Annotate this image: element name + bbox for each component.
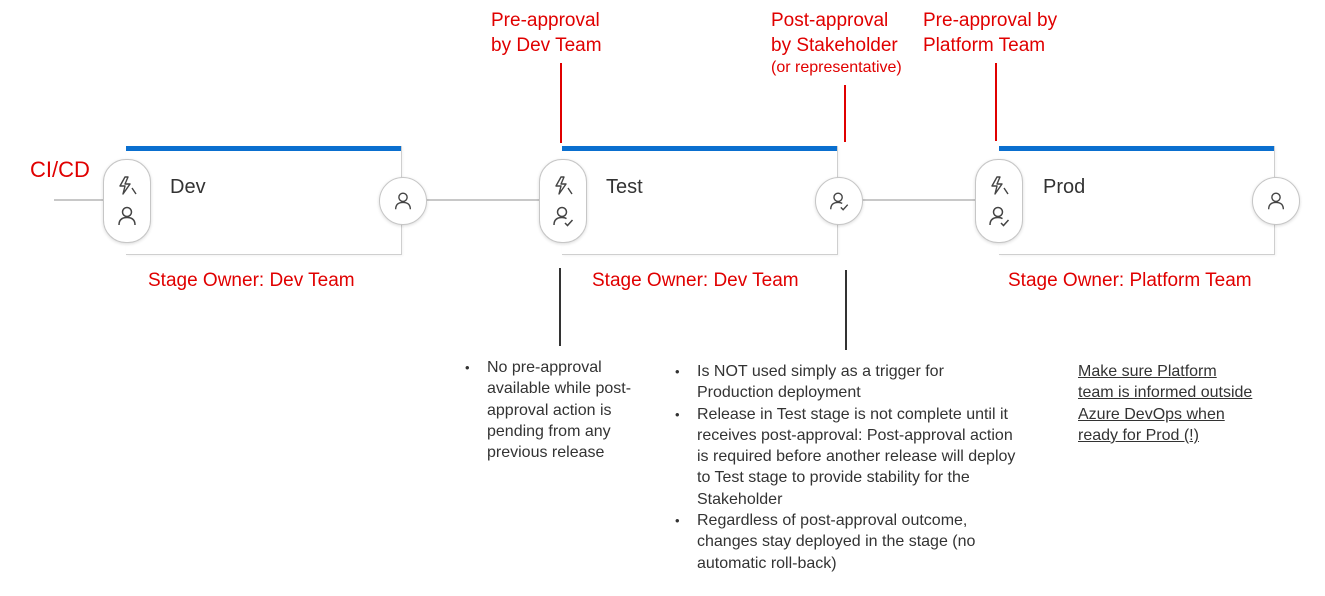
annotation-line: Platform Team [923, 35, 1046, 56]
annotation-line: Pre-approval [491, 10, 600, 31]
pointer-post-approval-note [845, 270, 847, 350]
pointer-pre-approval-note [559, 268, 561, 346]
post-deployment-conditions-test[interactable] [815, 177, 863, 225]
person-icon [1267, 192, 1285, 210]
stage-card-dev[interactable]: Dev [126, 146, 402, 255]
connector-cicd-dev [54, 199, 104, 201]
annotation-test-pre-approval: Pre-approval by Dev Team [491, 8, 602, 58]
notes-pre-approval: No pre-approval available while post-app… [465, 357, 665, 463]
person-check-icon [830, 192, 849, 211]
stage-name: Dev [170, 176, 206, 198]
lightning-icon [991, 176, 1009, 195]
pointer-test-post [844, 85, 846, 142]
stage-name: Prod [1043, 176, 1086, 198]
stage-top-bar [126, 146, 401, 151]
list-item: Release in Test stage is not complete un… [675, 404, 1020, 510]
connector-test-prod [861, 199, 976, 201]
list-item: Is NOT used simply as a trigger for Prod… [675, 361, 1020, 404]
annotation-line: Pre-approval by [923, 10, 1058, 31]
annotation-line: by Stakeholder [771, 35, 898, 56]
stage-owner-prod: Stage Owner: Platform Team [1008, 270, 1252, 291]
notes-post-approval: Is NOT used simply as a trigger for Prod… [675, 361, 1020, 574]
annotation-line-small: (or representative) [771, 59, 902, 76]
list-item: No pre-approval available while post-app… [465, 357, 665, 463]
stage-top-bar [999, 146, 1274, 151]
stage-top-bar [562, 146, 837, 151]
person-icon [394, 192, 412, 210]
stage-owner-dev: Stage Owner: Dev Team [148, 270, 355, 291]
stage-card-prod[interactable]: Prod [999, 146, 1275, 255]
stage-name: Test [606, 176, 643, 198]
stage-owner-test: Stage Owner: Dev Team [592, 270, 799, 291]
person-check-icon [553, 206, 574, 227]
prod-notification-note: Make sure Platform team is informed outs… [1078, 363, 1253, 444]
lightning-icon [555, 176, 573, 195]
pointer-test-pre [560, 63, 562, 143]
stage-card-test[interactable]: Test [562, 146, 838, 255]
person-icon [118, 206, 136, 226]
connector-dev-test [425, 199, 540, 201]
pre-deployment-conditions-prod[interactable] [975, 159, 1023, 243]
annotation-prod-pre-approval: Pre-approval by Platform Team [923, 8, 1057, 58]
annotation-line: Post-approval [771, 10, 889, 31]
lightning-icon [119, 176, 137, 195]
pre-deployment-conditions-test[interactable] [539, 159, 587, 243]
annotation-test-post-approval: Post-approval by Stakeholder (or represe… [771, 8, 902, 78]
list-item: Regardless of post-approval outcome, cha… [675, 510, 1020, 574]
pointer-prod-pre [995, 63, 997, 141]
cicd-label: CI/CD [30, 157, 90, 182]
post-deployment-conditions-prod[interactable] [1252, 177, 1300, 225]
pre-deployment-conditions-dev[interactable] [103, 159, 151, 243]
person-check-icon [989, 206, 1010, 227]
post-deployment-conditions-dev[interactable] [379, 177, 427, 225]
annotation-line: by Dev Team [491, 35, 602, 56]
